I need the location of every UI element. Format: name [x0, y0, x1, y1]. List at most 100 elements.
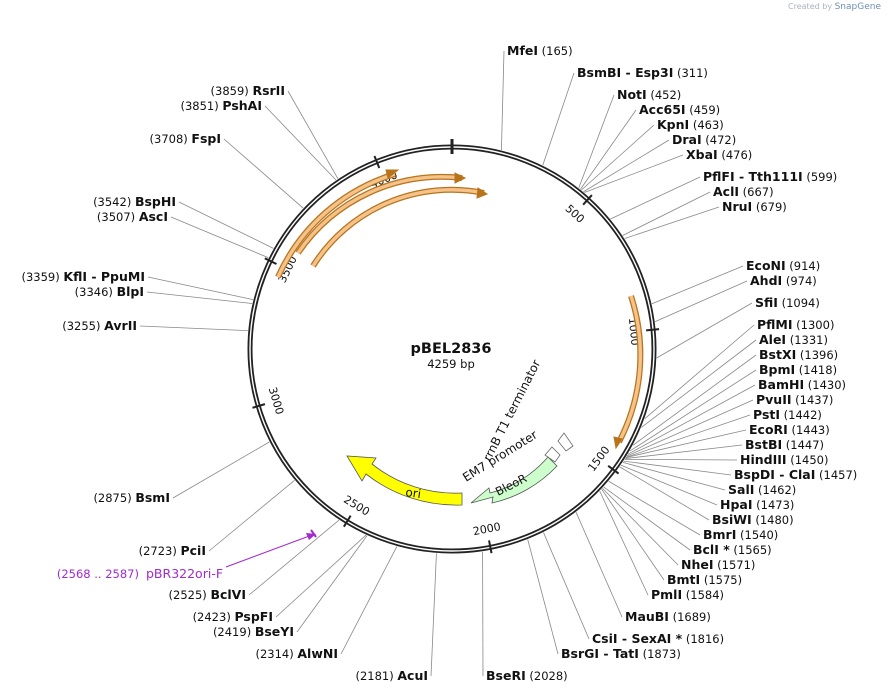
- enzyme-leader-line: [625, 429, 747, 458]
- enzyme-name: BstXI: [759, 347, 796, 362]
- enzyme-label[interactable]: (3708) FspI: [150, 131, 221, 146]
- enzyme-label[interactable]: (2525) BclVI: [169, 587, 246, 602]
- enzyme-position: (2028): [526, 669, 568, 683]
- enzyme-leader-line: [275, 534, 367, 618]
- enzyme-name: KpnI: [657, 117, 689, 132]
- enzyme-label[interactable]: SalI (1462): [728, 482, 796, 497]
- enzyme-leader-line: [208, 480, 295, 552]
- enzyme-name: EcoNI: [746, 258, 786, 273]
- enzyme-label[interactable]: AclI (667): [713, 184, 774, 199]
- enzyme-leader-line: [581, 124, 655, 191]
- enzyme-label[interactable]: (2181) AcuI: [355, 668, 428, 683]
- plasmid-name: pBEL2836: [411, 341, 492, 357]
- enzyme-label[interactable]: EcoRI (1443): [749, 422, 830, 437]
- enzyme-name-2: - ClaI: [775, 467, 815, 482]
- enzyme-position: (3708): [150, 132, 192, 146]
- enzyme-label[interactable]: PflMI (1300): [757, 317, 834, 332]
- enzyme-label[interactable]: Acc65I (459): [639, 102, 720, 117]
- tick-mark: [488, 540, 493, 554]
- enzyme-label[interactable]: BclI * (1565): [693, 542, 772, 557]
- enzyme-label[interactable]: PflFI - Tth111I (599): [703, 169, 837, 184]
- enzyme-name: AleI: [759, 332, 786, 347]
- enzyme-label[interactable]: PvuII (1437): [756, 392, 833, 407]
- enzyme-label[interactable]: (3359) KflI - PpuMI: [21, 269, 145, 284]
- enzyme-position: (1447): [782, 438, 824, 452]
- enzyme-label[interactable]: BmtI (1575): [667, 572, 742, 587]
- enzyme-label[interactable]: BsiWI (1480): [712, 512, 794, 527]
- enzyme-label[interactable]: MauBI (1689): [625, 609, 711, 624]
- enzyme-label[interactable]: HindIII (1450): [740, 452, 828, 467]
- enzyme-label[interactable]: AhdI (974): [750, 273, 817, 288]
- enzyme-leader-line: [651, 265, 744, 305]
- enzyme-label[interactable]: (3851) PshAI: [180, 98, 262, 113]
- enzyme-label[interactable]: KpnI (463): [657, 117, 724, 132]
- enzyme-label[interactable]: SfiI (1094): [755, 295, 820, 310]
- enzyme-label[interactable]: MfeI (165): [507, 43, 573, 58]
- enzyme-label[interactable]: NruI (679): [722, 199, 787, 214]
- enzyme-name: MfeI: [507, 43, 538, 58]
- enzyme-name: BmrI: [703, 527, 736, 542]
- enzyme-label[interactable]: (2723) PciI: [139, 543, 206, 558]
- tick-mark: [343, 515, 352, 528]
- tick-mark: [646, 328, 660, 332]
- tick-label: 3000: [266, 386, 286, 417]
- enzyme-label[interactable]: (3346) BlpI: [75, 284, 144, 299]
- enzyme-label[interactable]: (2423) PspFI: [193, 609, 273, 624]
- tick-label: 2500: [341, 493, 372, 519]
- enzyme-name: HpaI: [720, 497, 753, 512]
- enzyme-name: MauBI: [625, 609, 669, 624]
- enzyme-label[interactable]: XbaI (476): [686, 147, 752, 162]
- enzyme-label[interactable]: EcoNI (914): [746, 258, 820, 273]
- enzyme-label[interactable]: (3859) RsrII: [211, 83, 285, 98]
- primer-range: (2568 .. 2587): [57, 567, 139, 581]
- enzyme-leader-line: [625, 414, 751, 458]
- enzyme-position: (3346): [75, 285, 117, 299]
- enzyme-label[interactable]: BspDI - ClaI (1457): [734, 467, 857, 482]
- enzyme-label[interactable]: (2314) AlwNI: [255, 646, 338, 661]
- enzyme-label[interactable]: (2875) BsmI: [93, 490, 170, 505]
- enzyme-leader-line: [622, 191, 711, 236]
- enzyme-position: (3507): [97, 210, 139, 224]
- enzyme-label[interactable]: AleI (1331): [759, 332, 828, 347]
- enzyme-label[interactable]: (3255) AvrII: [62, 318, 137, 333]
- enzyme-position: (463): [689, 118, 724, 132]
- enzyme-name: PflFI: [703, 169, 735, 184]
- enzyme-name: BstBI: [745, 437, 782, 452]
- enzyme-name: BmtI: [667, 572, 700, 587]
- enzyme-label[interactable]: CsiI - SexAI * (1816): [592, 631, 724, 646]
- enzyme-position: (1300): [793, 318, 835, 332]
- enzyme-position: (165): [538, 44, 573, 58]
- enzyme-label[interactable]: DraI (472): [672, 132, 736, 147]
- feature-arc-2-fill: [296, 175, 463, 254]
- enzyme-position: (3255): [62, 319, 104, 333]
- enzyme-label[interactable]: (3542) BspHI: [93, 194, 176, 209]
- enzyme-position: (2875): [93, 491, 135, 505]
- plasmid-length: 4259 bp: [427, 357, 475, 371]
- enzyme-label[interactable]: PmlI (1584): [651, 587, 724, 602]
- enzyme-label[interactable]: HpaI (1473): [720, 497, 794, 512]
- tick-mark: [582, 194, 593, 206]
- enzyme-name: BspDI: [734, 467, 775, 482]
- enzyme-label[interactable]: BstXI (1396): [759, 347, 838, 362]
- enzyme-label[interactable]: PstI (1442): [753, 407, 822, 422]
- enzyme-label[interactable]: NotI (452): [617, 87, 681, 102]
- enzyme-label[interactable]: BamHI (1430): [758, 377, 846, 392]
- enzyme-label[interactable]: (2419) BseYI: [213, 624, 294, 639]
- enzyme-name: DraI: [672, 132, 702, 147]
- enzyme-position: (1443): [788, 423, 830, 437]
- enzyme-leader-line: [601, 488, 665, 581]
- enzyme-name: PmlI: [651, 587, 682, 602]
- enzyme-label[interactable]: NheI (1571): [681, 557, 755, 572]
- enzyme-leader-line: [641, 339, 757, 428]
- enzyme-label[interactable]: BmrI (1540): [703, 527, 778, 542]
- enzyme-name: EcoRI: [749, 422, 788, 437]
- enzyme-label[interactable]: BstBI (1447): [745, 437, 824, 452]
- enzyme-label[interactable]: BsmBI - Esp3I (311): [577, 65, 708, 80]
- enzyme-position: (1331): [786, 333, 828, 347]
- enzyme-label[interactable]: BsrGI - TatI (1873): [561, 646, 681, 661]
- enzyme-leader-line: [624, 206, 720, 239]
- enzyme-label[interactable]: BpmI (1418): [759, 362, 837, 377]
- enzyme-leader-line: [644, 324, 755, 420]
- enzyme-label[interactable]: (3507) AscI: [97, 209, 168, 224]
- enzyme-label[interactable]: BseRI (2028): [486, 668, 568, 683]
